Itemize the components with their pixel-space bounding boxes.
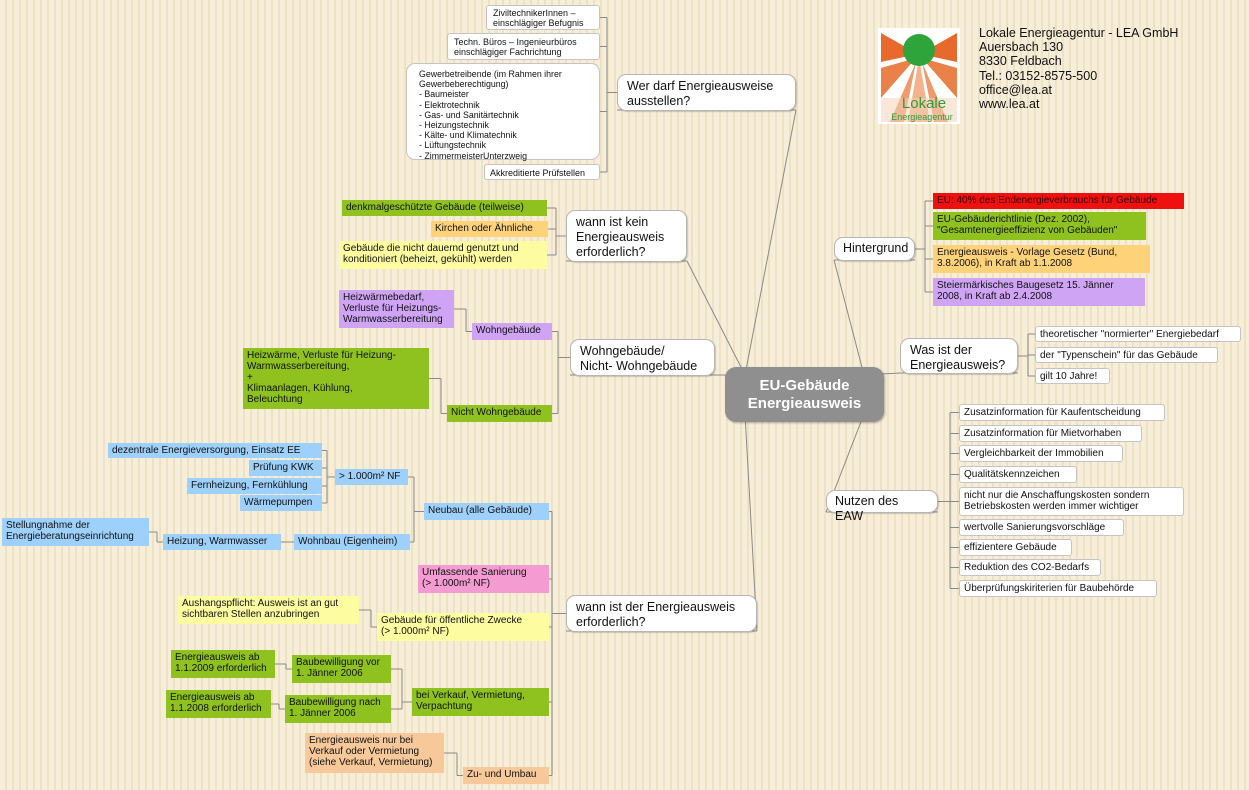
nutzen-kaufentscheidung[interactable]: Zusatzinformation für Kaufentscheidung	[959, 404, 1165, 421]
branch-connector	[744, 109, 797, 376]
zu-umbau-node[interactable]: Zu- und Umbau	[463, 767, 549, 784]
branch-kein-energieausweis[interactable]: wann ist kein Energieausweis erforderlic…	[566, 210, 687, 262]
hintergrund-vorlage-gesetz[interactable]: Energieausweis - Vorlage Gesetz (Bund, 3…	[933, 245, 1150, 273]
company-info: Lokale Energieagentur - LEA GmbH Auersba…	[979, 26, 1178, 111]
nutzen-ueberpruefung-baubehoerde[interactable]: Überprüfungskiriterien für Baubehörde	[959, 580, 1157, 597]
lea-logo: Lokale Energieagentur	[878, 28, 960, 124]
company-email[interactable]: office@lea.at	[979, 82, 1052, 97]
logo-word-lokale: Lokale	[902, 95, 946, 112]
branch-connector	[744, 413, 758, 632]
nf-waermepumpen[interactable]: Wärmepumpen	[240, 495, 322, 511]
wohnbau-stellungnahme[interactable]: Stellungnahme der Energieberatungseinric…	[2, 518, 149, 546]
nutzen-qualitaetskennzeichen[interactable]: Qualitätskennzeichen	[959, 466, 1077, 483]
aussteller-techn-bueros[interactable]: Techn. Büros – Ingenieurbüros einschlägi…	[447, 33, 600, 60]
nf-fernheizung[interactable]: Fernheizung, Fernkühlung	[187, 478, 322, 494]
ausnahme-kirchen[interactable]: Kirchen oder Ähnliche	[431, 221, 548, 237]
oeffentliche-gebaeude-node[interactable]: Gebäude für öffentliche Zwecke (> 1.000m…	[377, 613, 549, 641]
hintergrund-eu-richtlinie[interactable]: EU-Gebäuderichtlinie (Dez. 2002), "Gesam…	[933, 212, 1146, 240]
wohngebaeude-node[interactable]: Wohngebäude	[472, 323, 552, 340]
energieausweis-ab-2008[interactable]: Energieausweis ab 1.1.2008 erforderlich	[166, 690, 271, 718]
company-website[interactable]: www.lea.at	[979, 97, 1040, 112]
branch-nutzen-eaw[interactable]: Nutzen des EAW	[826, 490, 938, 523]
company-phone: Tel.: 03152-8575-500	[979, 68, 1098, 83]
verkauf-vermietung-node[interactable]: bei Verkauf, Vermietung, Verpachtung	[412, 688, 549, 716]
branch-wann-erforderlich[interactable]: wann ist der Energieausweis erforderlich…	[566, 595, 757, 632]
aussteller-gewerbetreibende[interactable]: Gewerbetreibende (im Rahmen ihrer Gewerb…	[406, 63, 600, 161]
hintergrund-eu-40-prozent[interactable]: EU: 40% des Endenergieverbrauchs für Geb…	[933, 193, 1184, 209]
company-name: Lokale Energieagentur - LEA GmbH	[979, 26, 1179, 40]
branch-hintergrund[interactable]: Hintergrund	[834, 237, 915, 261]
umfassende-sanierung-node[interactable]: Umfassende Sanierung (> 1.000m² NF)	[418, 565, 549, 593]
hintergrund-baugesetz[interactable]: Steiermärkisches Baugesetz 15. Jänner 20…	[933, 278, 1145, 306]
nicht-wohngebaeude-node[interactable]: Nicht Wohngebäude	[447, 405, 552, 422]
energieausweis-ab-2009[interactable]: Energieausweis ab 1.1.2009 erforderlich	[171, 650, 275, 678]
ausnahme-denkmalschutz[interactable]: denkmalgeschützte Gebäude (teilweise)	[342, 200, 547, 216]
nutzen-betriebskosten[interactable]: nicht nur die Anschaffungskosten sondern…	[959, 487, 1184, 516]
nutzen-vergleichbarkeit[interactable]: Vergleichbarkeit der Immobilien	[959, 445, 1123, 462]
aussteller-ziviltechniker[interactable]: ZiviltechnikerInnen – einschlägiger Befu…	[486, 5, 600, 30]
company-street: Auersbach 130	[979, 40, 1064, 55]
aushangspflicht-detail[interactable]: Aushangspflicht: Ausweis ist an gut sich…	[178, 596, 359, 624]
branch-connector	[686, 260, 746, 376]
zu-umbau-detail[interactable]: Energieausweis nur bei Verkauf oder Verm…	[305, 733, 444, 773]
neubau-node[interactable]: Neubau (alle Gebäude)	[424, 503, 549, 520]
nutzen-effizientere-gebaeude[interactable]: effizientere Gebäude	[959, 539, 1072, 556]
central-topic[interactable]: EU-Gebäude Energieausweis	[725, 367, 884, 422]
was-theoretischer-energiebedarf[interactable]: theoretischer "normierter" Energiebedarf	[1035, 326, 1241, 342]
nutzen-sanierungsvorschlaege[interactable]: wertvolle Sanierungsvorschläge	[959, 519, 1124, 536]
nf-dezentrale-versorgung[interactable]: dezentrale Energieversorgung, Einsatz EE	[108, 443, 322, 458]
nutzen-mietvorhaben[interactable]: Zusatzinformation für Mietvorhaben	[959, 425, 1142, 442]
branch-wer-darf-ausstellen[interactable]: Wer darf Energieausweise ausstellen?	[617, 74, 796, 111]
branch-wohngebaeude[interactable]: Wohngebäude/ Nicht- Wohngebäude	[570, 339, 715, 376]
nf-pruefung-kwk[interactable]: Prüfung KWK	[249, 460, 322, 476]
baubewilligung-nach-2006[interactable]: Baubewilligung nach 1. Jänner 2006	[285, 695, 391, 723]
aussteller-pruefstellen[interactable]: Akkreditierte Prüfstellen	[484, 164, 600, 180]
wohnbau-heizung-warmwasser[interactable]: Heizung, Warmwasser	[163, 534, 281, 550]
was-typenschein[interactable]: der "Typenschein" für das Gebäude	[1035, 347, 1218, 363]
branch-was-ist-energieausweis[interactable]: Was ist der Energieausweis?	[900, 338, 1018, 374]
logo-word-energieagentur: Energieagentur	[891, 112, 953, 122]
company-city: 8330 Feldbach	[979, 54, 1062, 69]
branch-connector	[833, 259, 865, 376]
lea-logo-graphic: Lokale Energieagentur	[878, 28, 960, 124]
was-gilt-10-jahre[interactable]: gilt 10 Jahre!	[1035, 368, 1110, 384]
wohngebaeude-detail[interactable]: Heizwärmebedarf, Verluste für Heizungs- …	[339, 290, 454, 328]
wohnbau-eigenheim-node[interactable]: Wohnbau (Eigenheim)	[294, 534, 410, 550]
nutzen-co2-reduktion[interactable]: Reduktion des CO2-Bedarfs	[959, 559, 1101, 576]
baubewilligung-vor-2006[interactable]: Baubewilligung vor 1. Jänner 2006	[292, 655, 391, 683]
ausnahme-nicht-genutzt[interactable]: Gebäude die nicht dauernd genutzt und ko…	[339, 241, 547, 269]
neubau-nf-node[interactable]: > 1.000m² NF	[335, 469, 408, 485]
nicht-wohngebaeude-detail[interactable]: Heizwärme, Verluste für Heizung- Warmwas…	[243, 348, 429, 409]
